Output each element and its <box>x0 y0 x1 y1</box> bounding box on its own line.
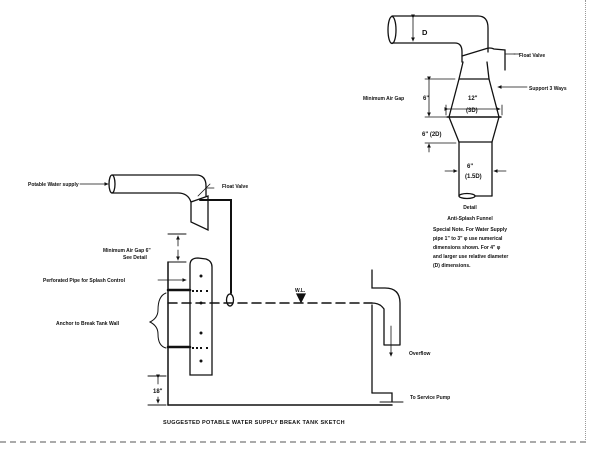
funnel-lower <box>448 116 500 143</box>
float-ball <box>225 293 235 307</box>
perforated-pipe <box>189 257 213 376</box>
see-detail-label: See Detail <box>123 255 148 261</box>
funnel-width-rel-label: (3D) <box>466 108 478 114</box>
float-valve-spout <box>190 195 209 232</box>
perforated-pipe-label: Perforated Pipe for Splash Control <box>43 278 126 284</box>
detail-note: Special Note. For Water Supply pipe 1" t… <box>433 227 508 269</box>
note-line: and larger use relative diameter <box>433 254 508 260</box>
overflow-label: Overflow <box>409 351 431 357</box>
outlet-width-rel-label: (1.5D) <box>465 174 482 180</box>
frame-border-right <box>585 0 586 442</box>
frame-border-bottom <box>0 441 586 443</box>
overflow-pipe <box>371 269 401 346</box>
detail-caption-subtitle: Anti-Splash Funnel <box>447 216 493 222</box>
note-line: dimensions shown. For 4" φ <box>433 245 501 251</box>
detail-support-label: Support 3 Ways <box>529 86 567 92</box>
funnel-width-label: 12" <box>468 96 478 102</box>
taper-height-label: 6" (2D) <box>422 132 442 138</box>
detail-supply-pipe <box>391 15 489 63</box>
min-air-gap-label: Minimum Air Gap 6" <box>103 248 151 254</box>
detail-air-gap-value: 6" <box>423 96 429 102</box>
float-valve-label: Float Valve <box>222 184 248 190</box>
detail-min-air-gap-label: Minimum Air Gap <box>363 96 404 102</box>
water-level-label: W.L. <box>295 288 306 294</box>
float-rod <box>199 199 232 294</box>
detail-float-valve-label: Float Valve <box>519 53 545 59</box>
anchor-label: Anchor to Break Tank Wall <box>56 321 120 327</box>
anchor-brace <box>148 292 167 349</box>
detail-float-valve <box>461 47 506 71</box>
potable-water-supply-label: Potable Water supply <box>28 182 79 188</box>
note-line: pipe 1" to 3" φ use numerical <box>433 236 503 242</box>
supply-pipe <box>111 174 207 203</box>
detail-caption-title: Detail <box>463 205 477 211</box>
funnel-outlet <box>458 141 493 197</box>
outlet-width-label: 6" <box>467 164 473 170</box>
water-level-marker <box>295 293 307 304</box>
main-sketch <box>79 174 404 406</box>
detail-pipe-end <box>387 15 397 45</box>
service-pump-label: To Service Pump <box>410 395 450 401</box>
note-line: (D) dimensions. <box>433 263 471 269</box>
detail-funnel <box>387 14 528 200</box>
detail-pipe-diameter-label: D <box>422 28 428 37</box>
bottom-clearance-label: 18" <box>153 389 163 395</box>
diagram-title: SUGGESTED POTABLE WATER SUPPLY BREAK TAN… <box>163 420 345 426</box>
note-line: Special Note. For Water Supply <box>433 227 507 233</box>
